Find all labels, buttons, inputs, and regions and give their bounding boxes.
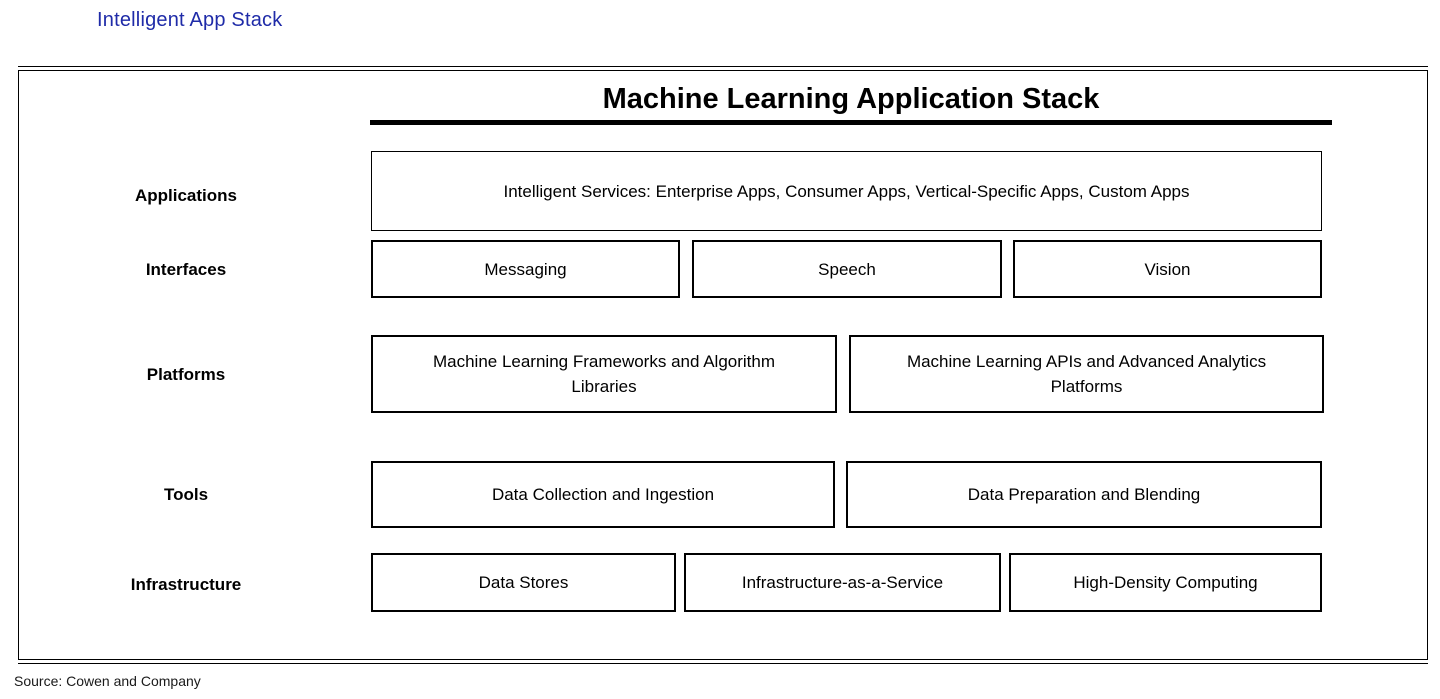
box-messaging: Messaging: [371, 240, 680, 298]
row-label-tools: Tools: [163, 485, 209, 504]
box-high-density-computing: High-Density Computing: [1009, 553, 1322, 612]
page-heading: Intelligent App Stack: [97, 9, 283, 31]
box-data-collection: Data Collection and Ingestion: [371, 461, 835, 528]
diagram-frame: Machine Learning Application Stack Appli…: [18, 66, 1428, 664]
box-ml-frameworks: Machine Learning Frameworks and Algorith…: [371, 335, 837, 413]
row-label-interfaces: Interfaces: [145, 260, 227, 279]
box-ml-apis: Machine Learning APIs and Advanced Analy…: [849, 335, 1324, 413]
box-data-stores: Data Stores: [371, 553, 676, 612]
diagram-title: Machine Learning Application Stack: [370, 82, 1332, 125]
box-vision: Vision: [1013, 240, 1322, 298]
source-note: Source: Cowen and Company: [14, 673, 201, 689]
box-speech: Speech: [692, 240, 1002, 298]
row-label-applications: Applications: [134, 186, 237, 205]
box-intelligent-services: Intelligent Services: Enterprise Apps, C…: [371, 151, 1322, 231]
row-label-infrastructure: Infrastructure: [130, 575, 242, 594]
row-label-platforms: Platforms: [146, 365, 226, 384]
box-data-preparation: Data Preparation and Blending: [846, 461, 1322, 528]
box-iaas: Infrastructure-as-a-Service: [684, 553, 1001, 612]
